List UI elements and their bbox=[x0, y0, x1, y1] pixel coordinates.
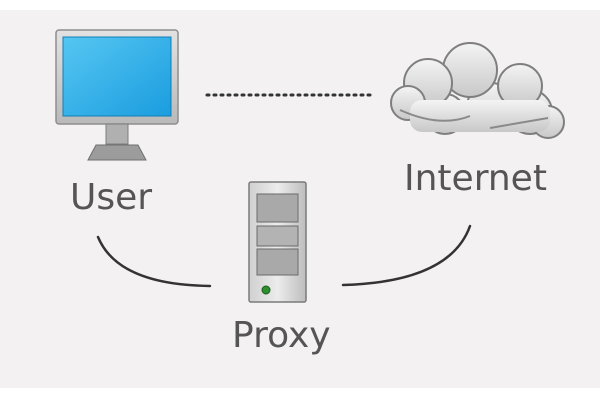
server-tower-icon bbox=[248, 181, 307, 303]
proxy-label: Proxy bbox=[232, 315, 331, 356]
link-proxy-internet bbox=[341, 224, 472, 287]
monitor-icon bbox=[55, 29, 179, 161]
internet-label: Internet bbox=[404, 158, 547, 199]
cloud-icon bbox=[390, 42, 565, 139]
link-user-proxy bbox=[96, 235, 212, 288]
user-label: User bbox=[70, 177, 153, 218]
